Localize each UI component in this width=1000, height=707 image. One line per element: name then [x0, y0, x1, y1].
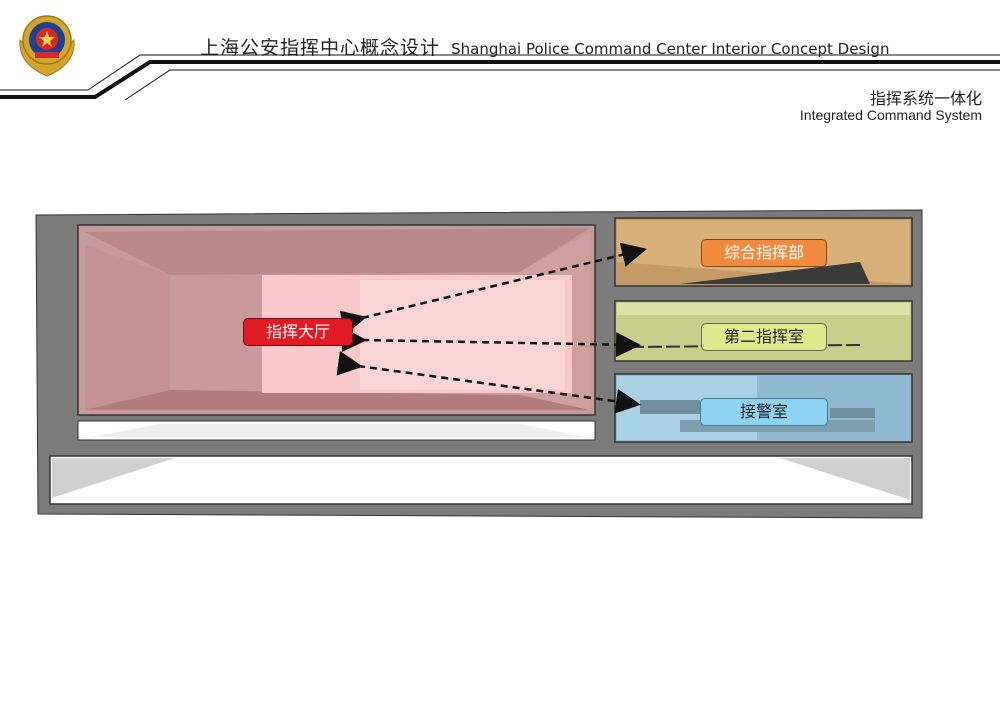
- second-command-room: [614, 300, 913, 362]
- arrow-hall-to-comprehensive: [339, 242, 647, 335]
- label-comprehensive-command: 综合指挥部: [701, 239, 827, 267]
- police-emblem-logo: [19, 15, 75, 77]
- basement-space: [49, 455, 913, 505]
- section-title-en: Integrated Command System: [799, 107, 982, 123]
- header-title-zh: 上海公安指挥中心概念设计: [200, 37, 441, 59]
- header-title-en: Shanghai Police Command Center Interior …: [451, 40, 890, 58]
- page-header: 上海公安指挥中心概念设计 Shanghai Police Command Cen…: [200, 33, 889, 60]
- label-command-hall: 指挥大厅: [243, 318, 353, 346]
- label-alarm-room: 接警室: [700, 398, 828, 426]
- label-second-command-room: 第二指挥室: [701, 323, 827, 351]
- arrow-hall-to-alarm: [336, 350, 641, 414]
- section-title-zh: 指挥系统一体化: [869, 89, 982, 108]
- header-divider-lines: [0, 54, 1000, 101]
- arrow-hall-to-second: [341, 327, 641, 358]
